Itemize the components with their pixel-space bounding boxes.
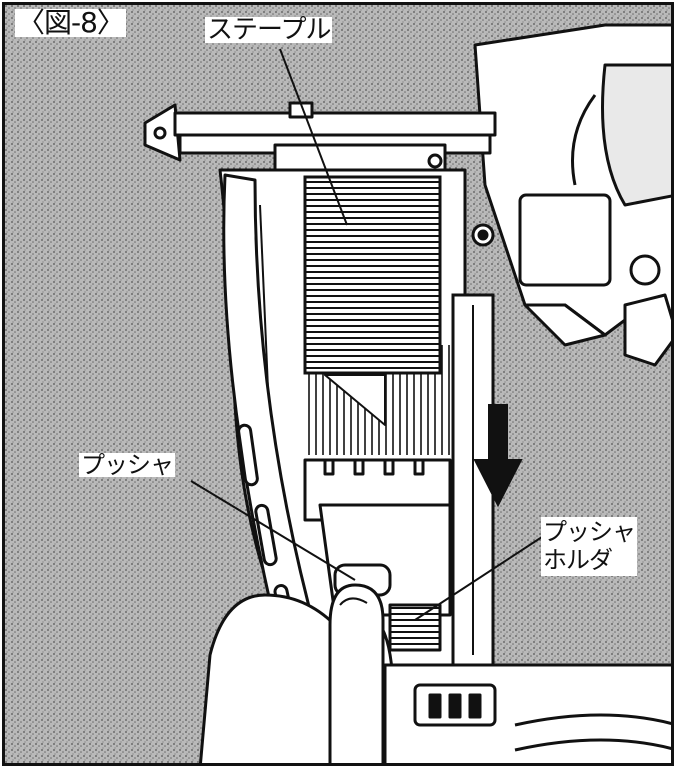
leader-pusher-holder: [414, 534, 546, 621]
tool-body: [473, 23, 671, 367]
callout-pusher-holder: プッシャ ホルダ: [541, 517, 637, 577]
callout-pusher-holder-line1: プッシャ: [543, 518, 636, 546]
down-arrow-icon: [473, 404, 523, 508]
leader-lines: [190, 48, 546, 621]
callout-pusher-holder-line2: ホルダ: [543, 545, 613, 574]
hand: [199, 583, 395, 763]
leader-staple: [279, 48, 348, 226]
staple-strip: [303, 175, 442, 375]
stapler-illustration: [5, 5, 671, 763]
leader-pusher: [190, 480, 356, 581]
tool-base: [383, 663, 671, 763]
callout-staple: ステープル: [205, 15, 333, 45]
callout-pusher: プッシャ: [79, 451, 175, 479]
figure-label: 〈図-8〉: [15, 6, 126, 39]
figure-frame: 〈図-8〉 ステープル プッシャ プッシャ ホルダ: [2, 2, 674, 766]
